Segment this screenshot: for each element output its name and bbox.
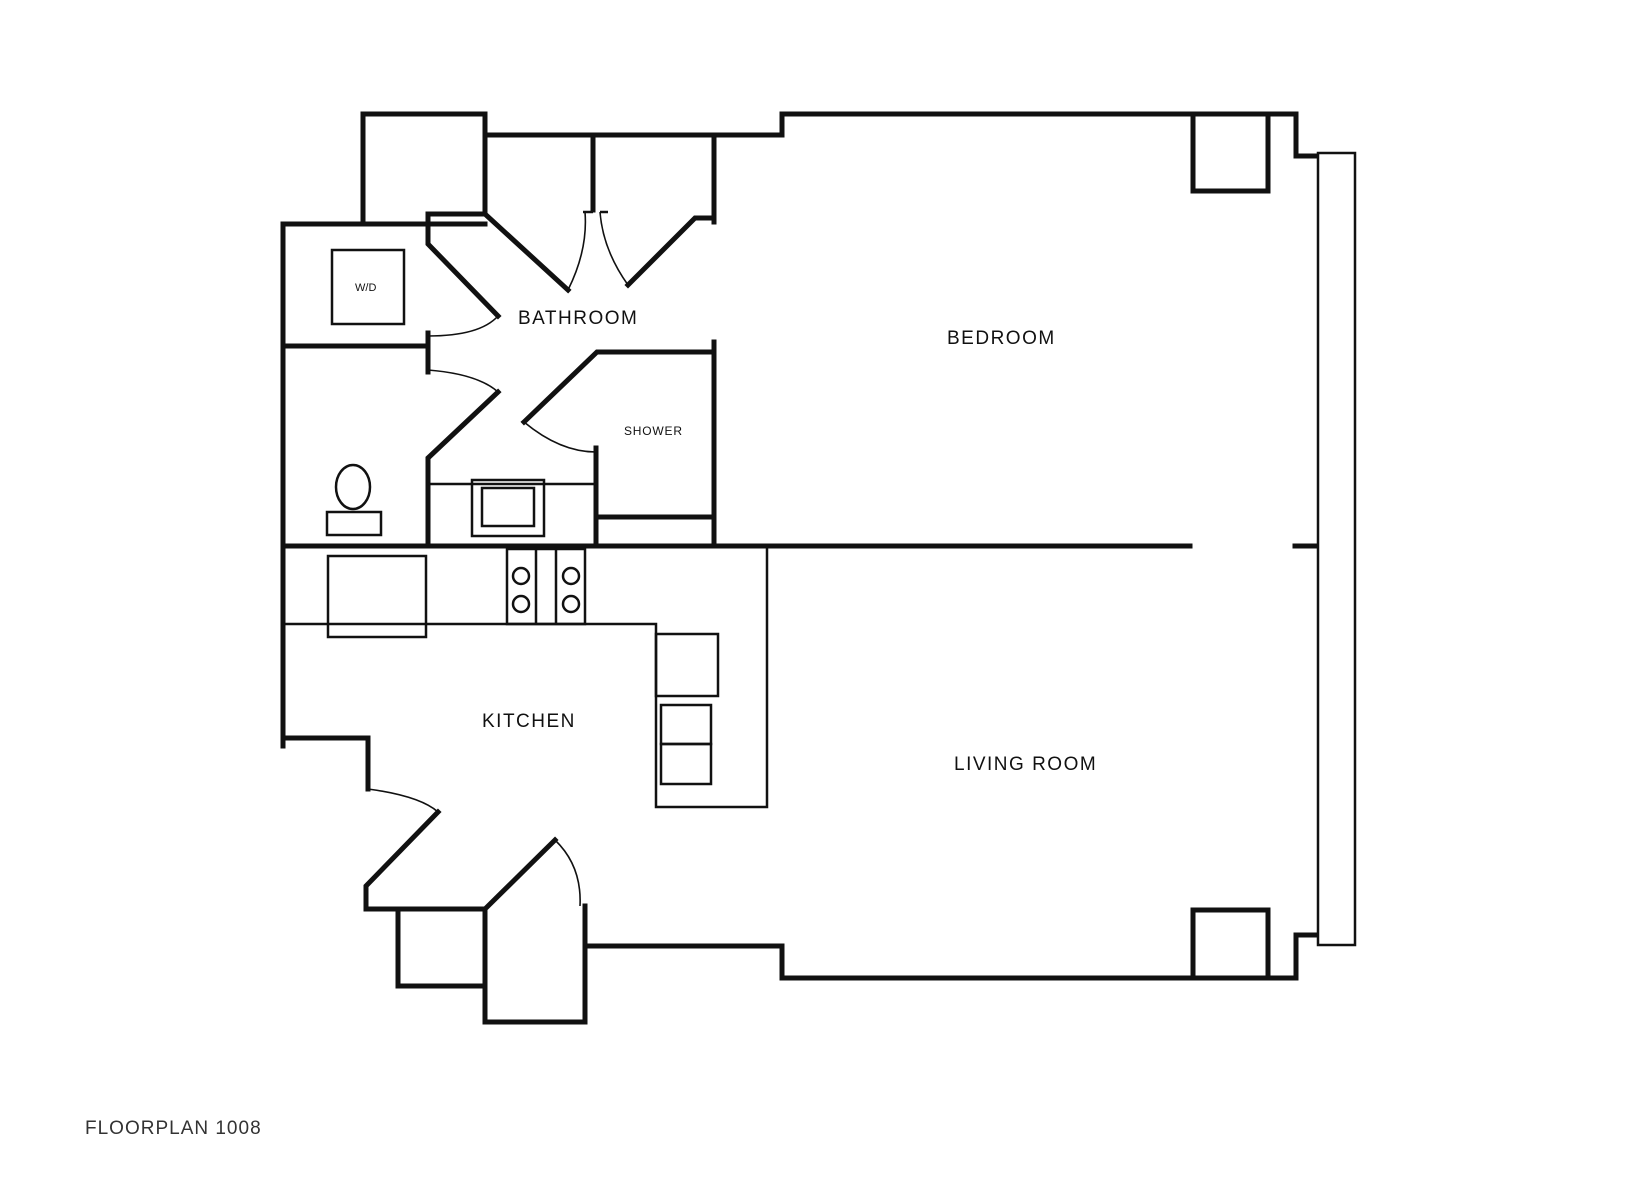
toilet-bowl (334, 463, 372, 511)
column-southeast (1190, 907, 1271, 981)
entry-door-swing-right (554, 839, 581, 907)
wd-closet-door-wall (425, 211, 502, 320)
south-closet (395, 906, 488, 989)
stove (505, 547, 587, 626)
living-room-label: LIVING ROOM (954, 754, 1097, 775)
bath-corridor-wall (425, 388, 502, 549)
kitchen-counter (283, 546, 769, 809)
closet-a-door-swing (567, 211, 587, 291)
burner-1 (511, 566, 531, 586)
burner-4 (561, 594, 581, 614)
window-strip (1316, 151, 1357, 947)
burner-3 (561, 566, 581, 586)
bedroom-label: BEDROOM (947, 328, 1056, 349)
toilet-tank (325, 510, 383, 537)
bathroom-sink-inner (480, 486, 536, 528)
kitchen-fixtures (283, 546, 769, 809)
kitchen-sink-lower (659, 742, 713, 786)
south-wall (585, 932, 1319, 981)
refrigerator (326, 554, 428, 639)
west-wall-lower (280, 735, 371, 792)
door-swings (367, 210, 629, 907)
closet-a-front (425, 211, 572, 294)
floorplan-caption: FLOORPLAN 1008 (85, 1118, 262, 1139)
wd-door-swing (427, 315, 499, 337)
exterior-walls (280, 111, 1319, 1025)
bathroom-sink-outer (470, 478, 546, 538)
kitchen-sink-upper (659, 703, 713, 746)
shower-label: SHOWER (624, 424, 683, 438)
closet-b-door-swing (599, 211, 629, 286)
column-northeast (1190, 111, 1271, 194)
dishwasher (654, 632, 720, 698)
bathroom-label: BATHROOM (518, 308, 638, 329)
burner-2 (511, 594, 531, 614)
north-wall (280, 111, 1319, 749)
bath-door-swing (427, 369, 499, 393)
bathroom-walls (280, 111, 717, 549)
shower-wall (520, 339, 717, 426)
closet-b-front (624, 215, 715, 289)
entry-wall-segment (481, 836, 559, 913)
washer-dryer-label: W/D (355, 282, 376, 294)
kitchen-label: KITCHEN (482, 711, 576, 732)
entry-door-swing-left (367, 788, 439, 813)
shower-door-swing (523, 421, 597, 453)
washer-dryer (330, 248, 406, 326)
